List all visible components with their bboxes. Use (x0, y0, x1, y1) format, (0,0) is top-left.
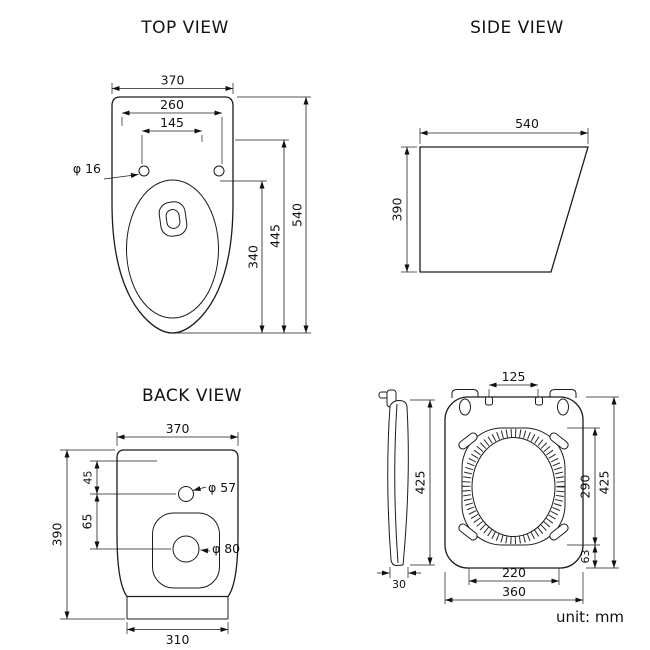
dim-base-width-310: 310 (126, 622, 229, 647)
seat-mount-hole-right (213, 165, 225, 177)
callout-inlet-diameter: φ 57 (192, 480, 236, 495)
seat-profile (378, 389, 409, 567)
dim-hole-depth-445: 445 (235, 139, 289, 333)
dim-hinge-span-125: 125 (488, 369, 539, 398)
dim-outlet-offset-65: 65 (80, 494, 171, 550)
dim-label: 370 (166, 421, 190, 436)
bumper-bottom-left (458, 523, 478, 541)
dim-depth-540: 540 (177, 96, 311, 334)
water-inlet-hole (178, 486, 194, 502)
side-view-outline (419, 146, 589, 273)
bumper-bottom-right (549, 523, 569, 541)
back-view: BACK VIEW φ 57 φ 80 45 65 (50, 386, 242, 647)
dim-label: 290 (578, 475, 593, 499)
dim-back-width-370: 370 (116, 421, 239, 446)
dim-side-depth-540: 540 (419, 116, 589, 144)
seat-hinge-hole-left (459, 398, 471, 416)
seat-lug-right (549, 389, 577, 398)
dim-label: 390 (390, 198, 405, 222)
damper-right (535, 396, 543, 406)
dim-profile-height-425: 425 (410, 399, 435, 566)
seat-opening (471, 437, 556, 537)
unit-label: unit: mm (556, 608, 624, 626)
side-view-title: SIDE VIEW (470, 18, 564, 38)
seat-recess-contour (461, 427, 566, 546)
dim-label: 65 (80, 514, 95, 530)
back-view-base (126, 596, 229, 620)
dim-mount-span-260: 260 (121, 97, 223, 164)
seat-hinge-hole-right (557, 398, 569, 416)
callout-hole-diameter: φ 16 (73, 161, 139, 180)
dim-inlet-offset-45: 45 (82, 460, 176, 495)
dim-label: 145 (160, 115, 184, 130)
dim-label: 540 (515, 116, 539, 131)
callout-outlet-diameter: φ 80 (200, 541, 240, 556)
dim-hinge-span-145: 145 (141, 115, 203, 164)
top-view-title: TOP VIEW (140, 18, 229, 38)
dim-label: 220 (502, 565, 526, 580)
bowl-inner-rim (126, 179, 219, 319)
seat-lug-left (451, 389, 479, 398)
flush-outlet (158, 201, 188, 237)
hole-dia-label: φ 16 (73, 161, 101, 176)
dim-top-width-370: 370 (111, 73, 234, 94)
dim-label: 445 (268, 224, 283, 248)
seat-view: 30 425 125 (377, 369, 619, 604)
top-view: TOP VIEW 370 260 145 φ 16 (73, 18, 311, 334)
dim-opening-width-220: 220 (468, 565, 560, 585)
dim-seat-width-360: 360 (444, 572, 584, 604)
dim-label: 540 (290, 203, 305, 227)
seat-profile-outline (387, 399, 409, 567)
dim-bowl-depth-340: 340 (220, 180, 267, 333)
seat-mount-hole-left (138, 165, 150, 177)
side-view: SIDE VIEW 540 390 (390, 18, 589, 273)
dim-label: 390 (50, 523, 65, 547)
dim-label: 260 (160, 97, 184, 112)
dim-label: 340 (246, 245, 261, 269)
inlet-dia-label: φ 57 (208, 480, 236, 495)
dim-opening-depth-290: 290 (567, 427, 600, 546)
seat-profile-contour (394, 403, 399, 564)
dim-profile-width-30: 30 (377, 567, 421, 591)
dim-label: 45 (82, 471, 95, 485)
back-view-title: BACK VIEW (142, 386, 242, 406)
dim-bumper-offset-63: 63 (579, 545, 598, 568)
dim-label: 310 (166, 632, 190, 647)
dim-label: 425 (413, 471, 428, 495)
dim-label: 125 (502, 369, 526, 384)
dim-back-height-390: 390 (50, 449, 125, 620)
dim-label: 63 (579, 550, 592, 564)
dim-label: 370 (161, 73, 185, 88)
dim-seat-depth-425: 425 (586, 396, 619, 569)
seat-hatch-ring (462, 429, 565, 544)
damper-left (485, 396, 493, 406)
dim-label: 425 (597, 471, 612, 495)
bumper-top-right (549, 432, 569, 450)
dim-label: 30 (392, 578, 406, 591)
bumper-top-left (458, 432, 478, 450)
dim-side-height-390: 390 (390, 146, 417, 273)
dim-label: 360 (502, 584, 526, 599)
outlet-dia-label: φ 80 (212, 541, 240, 556)
outlet-hole (172, 535, 200, 563)
